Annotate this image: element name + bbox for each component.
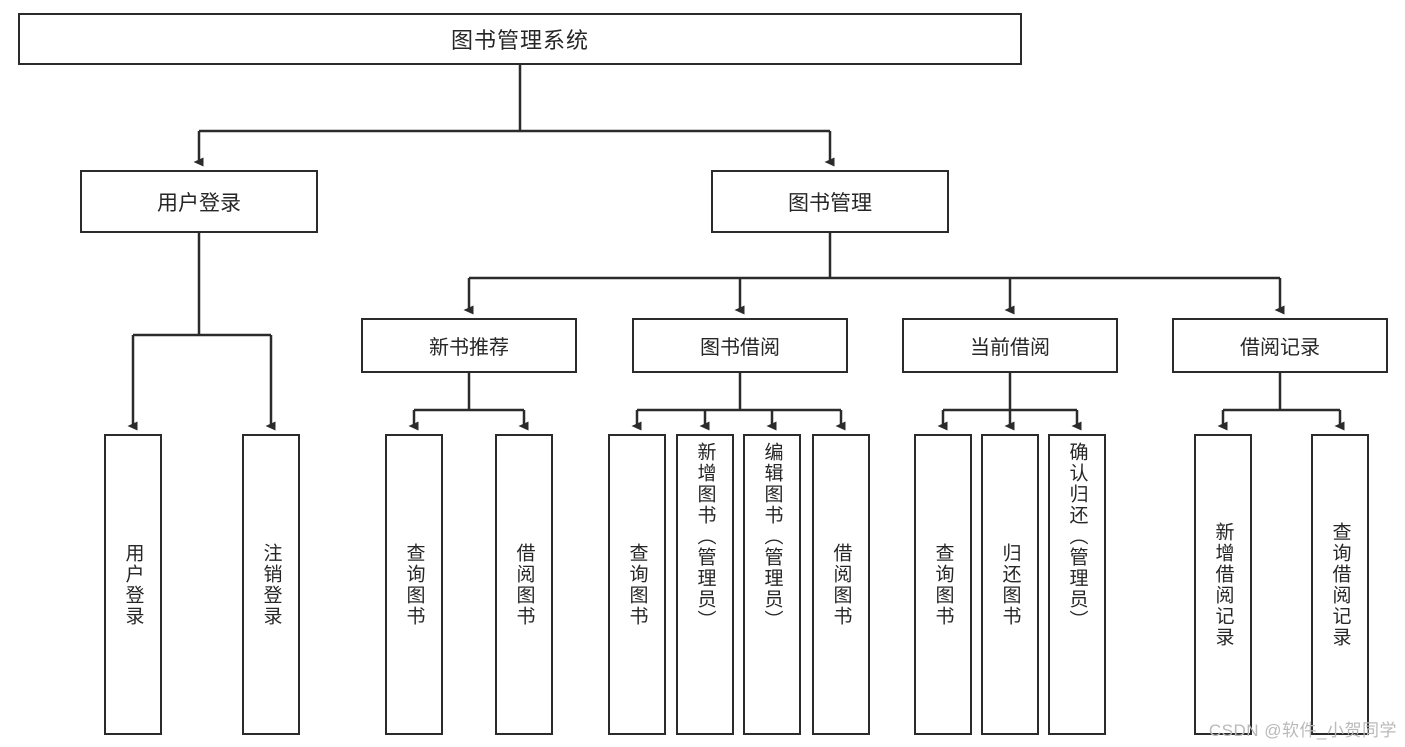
leaf-label: 编辑图书（管理员）	[761, 442, 783, 631]
leaf-label: 用户登录	[122, 542, 144, 627]
leaf-label: 归还图书	[999, 542, 1021, 627]
leaf-borrow-record-add-record[interactable]: 新增借阅记录	[1194, 434, 1252, 735]
leaf-label: 注销登录	[260, 542, 282, 627]
leaf-label: 查询图书	[403, 542, 425, 627]
node-new-book-recommend-label: 新书推荐	[429, 337, 509, 359]
leaf-book-borrow-borrow-book[interactable]: 借阅图书	[812, 434, 870, 735]
leaf-borrow-record-query-record[interactable]: 查询借阅记录	[1311, 434, 1369, 735]
leaf-label: 查询图书	[932, 542, 954, 627]
node-new-book-recommend[interactable]: 新书推荐	[361, 318, 577, 373]
leaf-label: 确认归还（管理员）	[1066, 442, 1088, 631]
leaf-current-borrow-query-book[interactable]: 查询图书	[914, 434, 972, 735]
leaf-user-login-login[interactable]: 用户登录	[104, 434, 162, 735]
leaf-label: 借阅图书	[513, 542, 535, 627]
node-borrow-record-label: 借阅记录	[1240, 337, 1320, 359]
leaf-new-book-borrow-book[interactable]: 借阅图书	[495, 434, 553, 735]
leaf-book-borrow-query-book[interactable]: 查询图书	[608, 434, 666, 735]
node-borrow-record[interactable]: 借阅记录	[1172, 318, 1388, 373]
leaf-label: 新增借阅记录	[1212, 521, 1234, 648]
node-current-borrow[interactable]: 当前借阅	[902, 318, 1118, 373]
leaf-user-login-logout[interactable]: 注销登录	[242, 434, 300, 735]
leaf-label: 新增图书（管理员）	[694, 442, 716, 631]
node-user-login[interactable]: 用户登录	[80, 170, 318, 233]
leaf-label: 查询图书	[626, 542, 648, 627]
leaf-label: 借阅图书	[830, 542, 852, 627]
leaf-book-borrow-add-book-admin[interactable]: 新增图书（管理员）	[676, 434, 734, 735]
leaf-book-borrow-edit-book-admin[interactable]: 编辑图书（管理员）	[743, 434, 801, 735]
leaf-new-book-query-book[interactable]: 查询图书	[385, 434, 443, 735]
node-user-login-label: 用户登录	[157, 191, 241, 215]
node-book-management-label: 图书管理	[788, 191, 872, 215]
node-current-borrow-label: 当前借阅	[970, 337, 1050, 359]
node-book-borrow-label: 图书借阅	[700, 337, 780, 359]
leaf-current-borrow-return-book[interactable]: 归还图书	[981, 434, 1039, 735]
node-book-management[interactable]: 图书管理	[711, 170, 949, 233]
leaf-label: 查询借阅记录	[1329, 521, 1351, 648]
node-root-label: 图书管理系统	[450, 28, 589, 53]
leaf-current-borrow-confirm-return-admin[interactable]: 确认归还（管理员）	[1048, 434, 1106, 735]
node-book-borrow[interactable]: 图书借阅	[632, 318, 848, 373]
csdn-watermark: CSDN @软件_小贺同学	[1208, 721, 1397, 740]
node-root[interactable]: 图书管理系统	[18, 13, 1022, 65]
